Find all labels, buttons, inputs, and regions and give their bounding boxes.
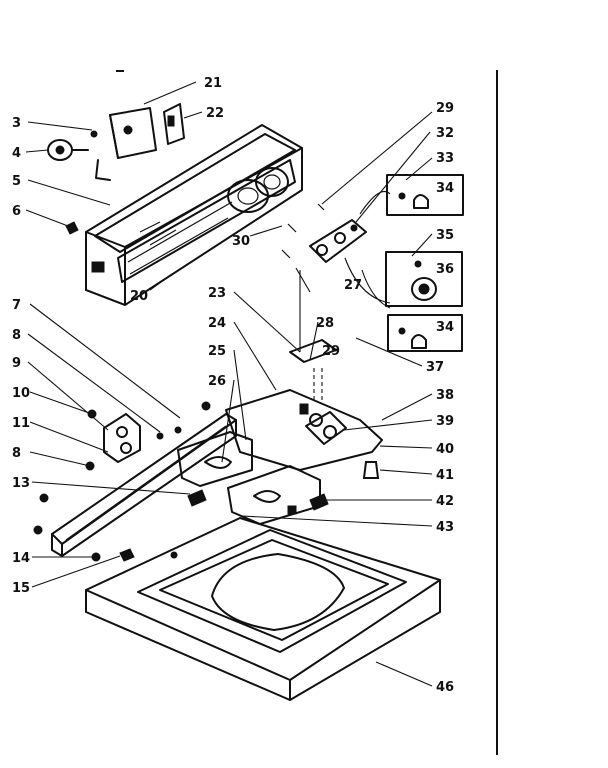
switch-plate-32 <box>281 203 367 263</box>
callout-37: 37 <box>426 360 444 375</box>
callout-41: 41 <box>436 468 454 483</box>
small-fasteners <box>33 401 211 562</box>
callout-43: 43 <box>436 520 454 535</box>
console-housing <box>85 124 303 306</box>
callout-46: 46 <box>436 680 454 695</box>
callout-34-top: 34 <box>436 181 454 196</box>
callout-15: 15 <box>12 581 30 596</box>
callout-28: 28 <box>316 316 334 331</box>
callout-27: 27 <box>344 278 362 293</box>
front-panel <box>51 413 237 557</box>
callout-26: 26 <box>208 374 226 389</box>
callout-36: 36 <box>436 262 454 277</box>
callout-8: 8 <box>12 328 21 343</box>
callout-39: 39 <box>436 414 454 429</box>
callout-32: 32 <box>436 126 454 141</box>
screw-6-top <box>65 221 79 235</box>
callout-40: 40 <box>436 442 454 457</box>
callout-9: 9 <box>12 356 21 371</box>
knob-box-35 <box>385 251 463 307</box>
callout-14: 14 <box>12 551 30 566</box>
callout-33: 33 <box>436 151 454 166</box>
callout-34-bottom: 34 <box>436 320 454 335</box>
callout-8b: 8 <box>12 446 21 461</box>
knob-box-37 <box>387 314 463 352</box>
callout-23: 23 <box>208 286 226 301</box>
callout-29-bottom: 29 <box>322 344 340 359</box>
plug-41 <box>362 461 380 479</box>
control-switches <box>47 103 185 181</box>
callout-7: 7 <box>12 298 21 313</box>
clip-23 <box>289 339 337 363</box>
callout-35: 35 <box>436 228 454 243</box>
callout-22: 22 <box>206 106 224 121</box>
callout-11: 11 <box>12 416 30 431</box>
bracket-9-10 <box>103 413 141 463</box>
washer-top <box>85 517 441 701</box>
callout-4: 4 <box>12 146 21 161</box>
callout-20: 20 <box>130 289 148 304</box>
callout-21: 21 <box>204 76 222 91</box>
callout-30: 30 <box>232 234 250 249</box>
callout-labels: 3 4 5 6 7 8 9 10 11 8 13 14 15 20 21 22 … <box>12 76 454 695</box>
leader-lines <box>25 81 433 687</box>
callout-3: 3 <box>12 116 21 131</box>
callout-10: 10 <box>12 386 30 401</box>
callout-25: 25 <box>208 344 226 359</box>
callout-42: 42 <box>436 494 454 509</box>
top-cover <box>225 368 383 471</box>
callout-24: 24 <box>208 316 226 331</box>
callout-29-top: 29 <box>436 101 454 116</box>
hinge-assembly <box>177 431 329 525</box>
callout-6: 6 <box>12 204 21 219</box>
knob-box-33 <box>386 174 464 216</box>
callout-13: 13 <box>12 476 30 491</box>
callout-5: 5 <box>12 174 21 189</box>
callout-38: 38 <box>436 388 454 403</box>
